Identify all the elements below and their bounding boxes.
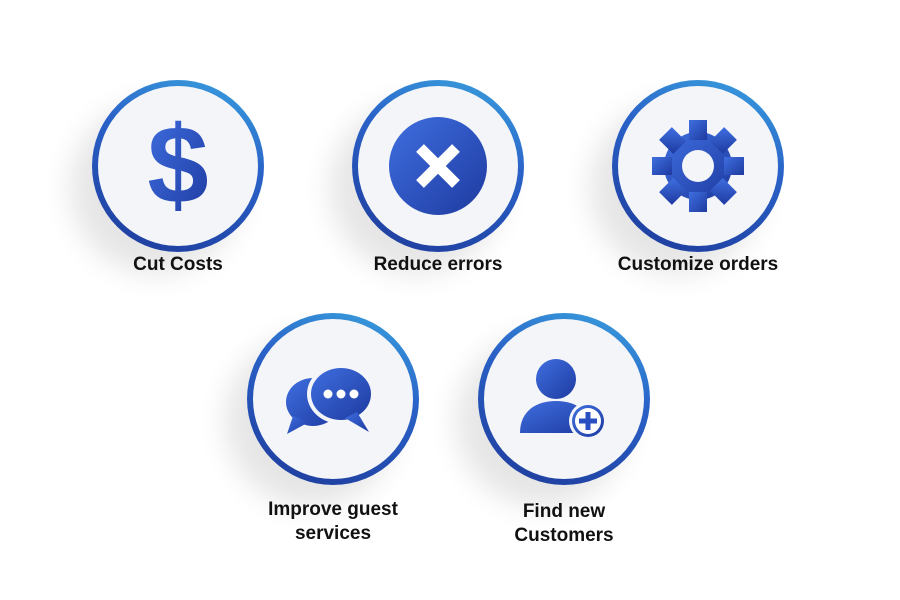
- feature-circle: [478, 313, 650, 485]
- feature-label-line: Find new: [522, 501, 606, 522]
- feature-improve-guest-services: Improve guest services: [213, 313, 453, 553]
- feature-customize-orders: Customize orders: [578, 80, 818, 280]
- feature-reduce-errors: Reduce errors: [318, 80, 558, 280]
- feature-label-line: Improve guest: [268, 499, 398, 520]
- feature-label: Improve guest services: [213, 498, 453, 546]
- svg-text:$: $: [147, 111, 208, 221]
- feature-circle: [352, 80, 524, 252]
- feature-label: Reduce errors: [373, 254, 503, 275]
- feature-cut-costs: $ Cut Costs: [58, 80, 298, 280]
- add-user-icon: [514, 349, 614, 449]
- chat-bubbles-icon: [283, 354, 383, 444]
- feature-label-line: services: [294, 523, 372, 544]
- gear-icon: [648, 116, 748, 216]
- feature-circle: [247, 313, 419, 485]
- feature-label-line: Customers: [514, 525, 614, 546]
- feature-find-new-customers: Find new Customers: [444, 313, 684, 553]
- feature-label: Customize orders: [617, 254, 779, 275]
- feature-label: Cut Costs: [133, 254, 223, 275]
- x-circle-icon: [388, 116, 488, 216]
- feature-label: Find new Customers: [444, 500, 684, 548]
- dollar-icon: $: [138, 111, 218, 221]
- feature-circle: [612, 80, 784, 252]
- feature-circle: $: [92, 80, 264, 252]
